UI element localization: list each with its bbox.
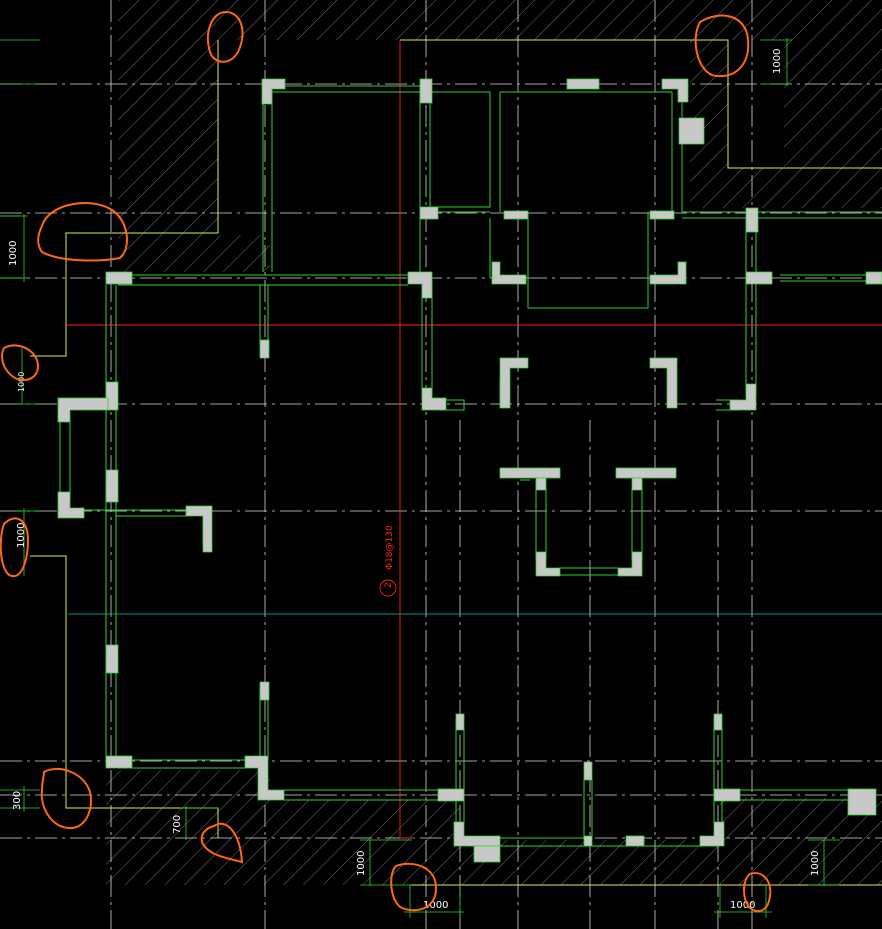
dim-bottom-horizontal-left: 1000 — [423, 900, 448, 911]
dimension-texts: 1000 1000 1000 1000 300 700 1000 1000 10… — [8, 49, 821, 911]
room-masks — [270, 40, 784, 272]
dim-left-bottom: 300 — [12, 791, 23, 810]
hatch-bottom-right — [720, 798, 882, 840]
dim-bottom-vertical-left: 1000 — [356, 851, 367, 876]
markup-circle-4 — [1, 344, 40, 382]
markup-circle-3 — [37, 202, 128, 262]
dim-bottom-small: 700 — [172, 815, 183, 834]
rebar-annotation: 2 Φ18@130 — [379, 525, 397, 597]
markup-circle-2 — [694, 14, 750, 78]
markup-circle-8 — [390, 862, 438, 912]
hatch-left-strip — [118, 235, 270, 272]
dim-left-mid: 1000 — [17, 372, 26, 392]
markup-circle-5 — [0, 517, 30, 578]
dim-bottom-horizontal-right: 1000 — [730, 900, 755, 911]
markup-circles — [0, 10, 772, 913]
markup-circle-9 — [743, 872, 772, 913]
markup-circle-7 — [200, 822, 244, 864]
dim-bottom-vertical-right: 1000 — [810, 851, 821, 876]
hatch-top-left — [118, 0, 400, 235]
hatch-bottom-band — [106, 770, 882, 885]
rebar-spec-text: Φ18@130 — [385, 525, 395, 570]
rebar-bubble — [379, 579, 397, 597]
markup-circle-6 — [40, 767, 92, 830]
dim-left-lower: 1000 — [16, 523, 27, 548]
dim-top-right: 1000 — [772, 49, 783, 74]
columns — [57, 78, 882, 863]
dim-left-top: 1000 — [8, 241, 19, 266]
markup-circle-1 — [207, 10, 244, 63]
slab-edge-lines — [30, 39, 882, 886]
rebar-bubble-number: 2 — [384, 582, 394, 588]
